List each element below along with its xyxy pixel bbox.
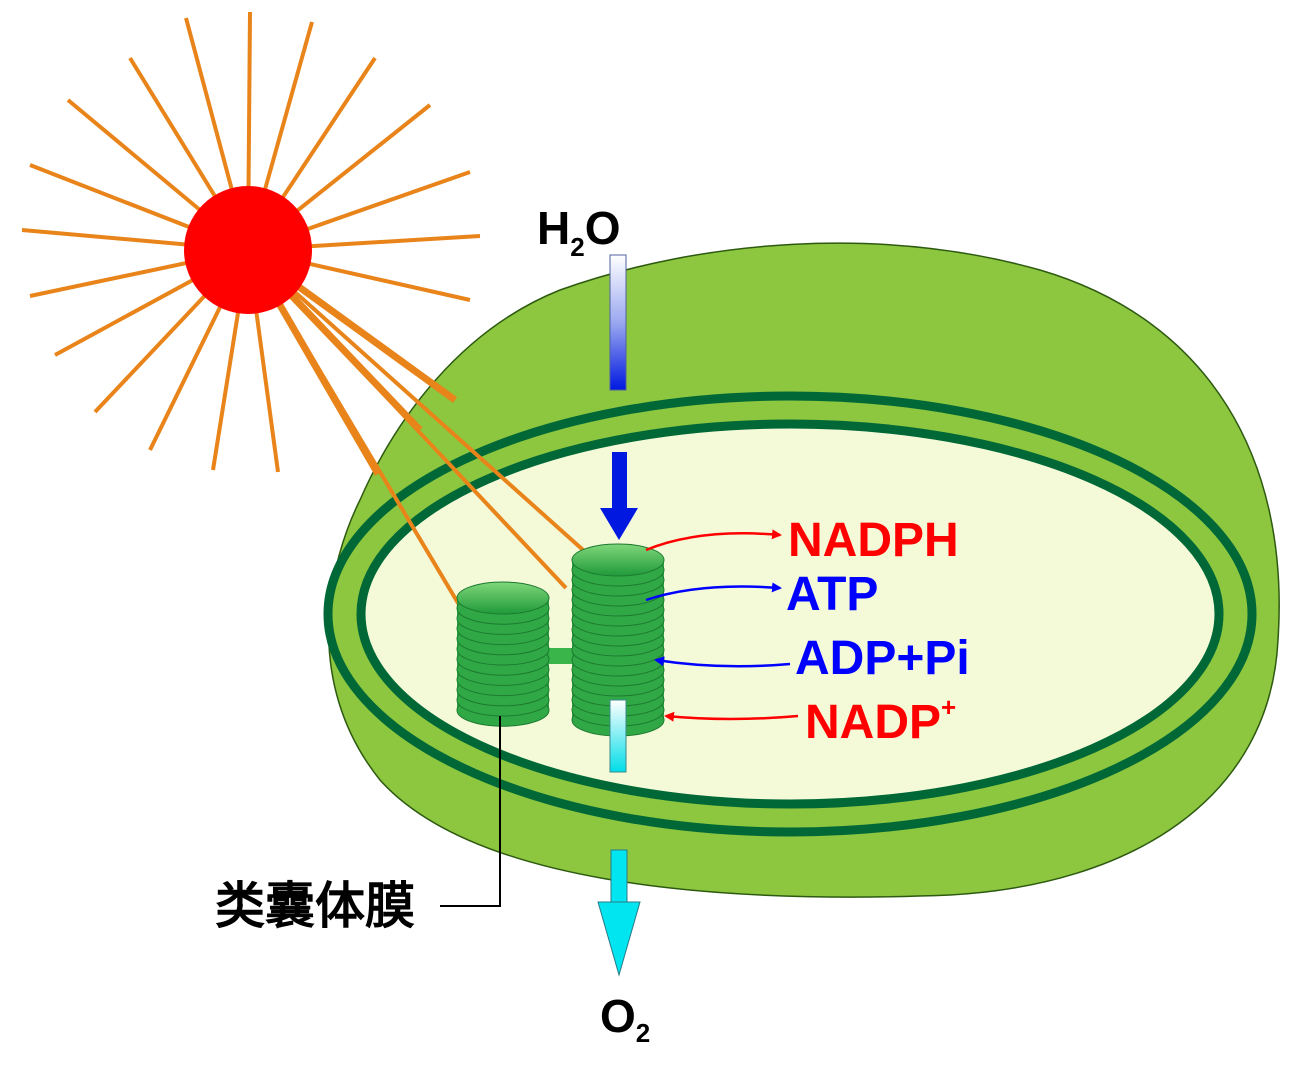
thylakoid-disc-top [571, 543, 665, 577]
nadph-arrow [645, 529, 782, 552]
nadph-label: NADPH [788, 514, 959, 567]
sun-icon [184, 186, 312, 314]
thylakoid-leader-line [440, 716, 501, 907]
o2-label: O2 [600, 990, 650, 1048]
atp-arrow [645, 582, 782, 602]
granum-stack-icon [456, 581, 550, 727]
adp-pi-label: ADP+Pi [795, 632, 970, 685]
thylakoid-membrane-label: 类囊体膜 [215, 877, 415, 935]
oxygen-arrow [597, 699, 641, 977]
oxygen-channel [609, 699, 627, 773]
nadp-label: NADP+ [805, 692, 956, 749]
h2o-label: H2O [537, 202, 620, 262]
reaction-arrows [645, 529, 799, 722]
nadp-arrow [664, 711, 799, 722]
thylakoid-disc-top [456, 581, 550, 615]
water-arrow [600, 254, 638, 540]
adp-pi-arrow [654, 656, 791, 668]
atp-label: ATP [786, 568, 878, 621]
sun-rays [21, 11, 594, 642]
